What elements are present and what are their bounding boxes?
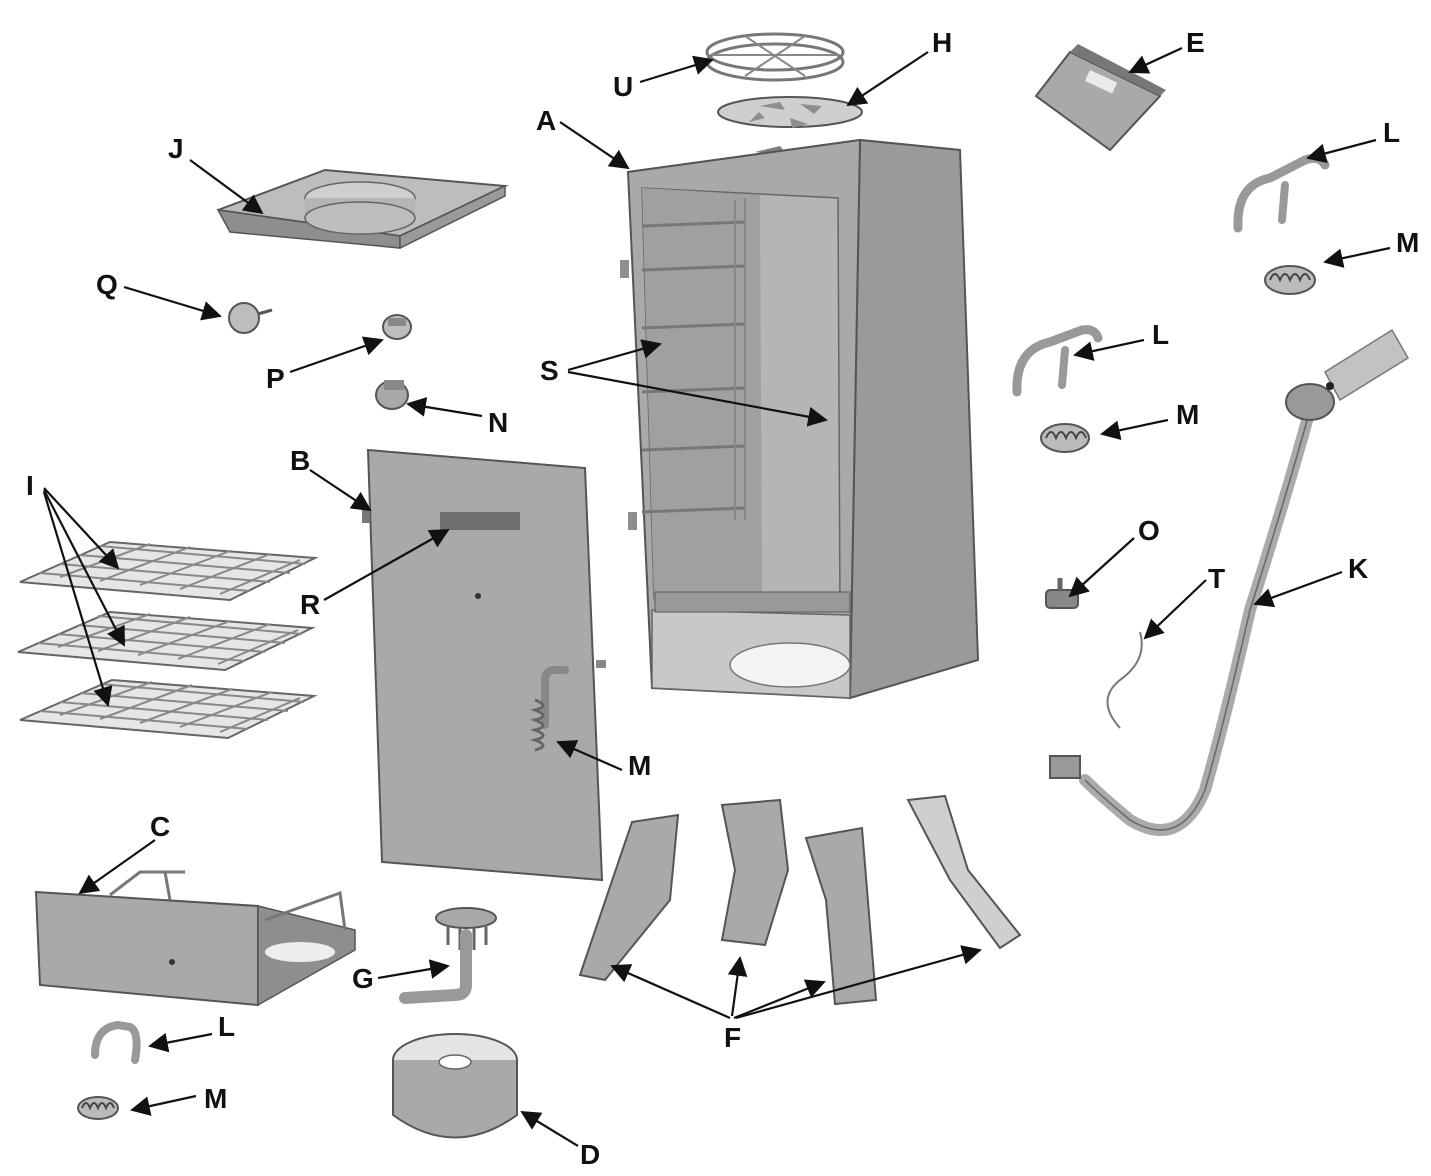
label-l-right-top: L [1383,117,1400,148]
label-q: Q [96,269,118,300]
label-g: G [352,963,374,994]
part-l-handle-bottom-left [91,1020,141,1064]
part-m-spring-right-middle [1040,423,1090,453]
grid-2 [17,610,316,672]
label-m-bottom-left: M [204,1083,227,1114]
label-c: C [150,811,170,842]
part-g-burner [399,907,497,1004]
label-t: T [1208,563,1225,594]
part-m-spring-bottom-left [77,1096,119,1120]
label-s: S [540,355,559,386]
label-l-right-middle: L [1152,319,1169,350]
label-p: P [266,363,285,394]
label-e: E [1186,27,1205,58]
part-h-damper-plate [717,96,863,128]
grid-3 [19,678,318,740]
part-b-door [362,448,606,882]
part-l-handle-right-top [1233,153,1330,233]
part-p-knob [382,314,412,340]
label-a: A [536,105,556,136]
part-u-grate-ring [705,32,845,82]
part-m-spring-right-top [1264,265,1316,295]
part-j-water-pan [216,168,509,250]
part-a-cabinet [620,138,980,700]
label-b: B [290,445,310,476]
label-j: J [168,133,184,164]
part-i-cooking-grids [17,540,319,740]
label-m-door: M [628,750,651,781]
label-d: D [580,1139,600,1170]
label-o: O [1138,515,1160,546]
label-n: N [488,407,508,438]
part-l-handle-right-middle [1012,325,1103,397]
part-e-bracket [1034,44,1166,152]
part-q-thermometer [228,302,273,334]
label-l-bottom-left: L [218,1011,235,1042]
label-m-right-top: M [1396,227,1419,258]
label-i: I [26,470,34,501]
label-m-right-middle: M [1176,399,1199,430]
label-r: R [300,589,320,620]
label-f: F [724,1022,741,1053]
part-f-legs [578,794,1022,1006]
part-k-hose-regulator [1049,328,1410,836]
part-d-heat-shield [392,1033,518,1139]
label-u: U [613,71,633,102]
part-c-drawer [34,870,356,1007]
label-k: K [1348,553,1368,584]
grid-1 [19,540,319,602]
part-t-electrode-wire [1106,631,1143,729]
label-h: H [932,27,952,58]
part-n-control-knob [375,380,409,410]
